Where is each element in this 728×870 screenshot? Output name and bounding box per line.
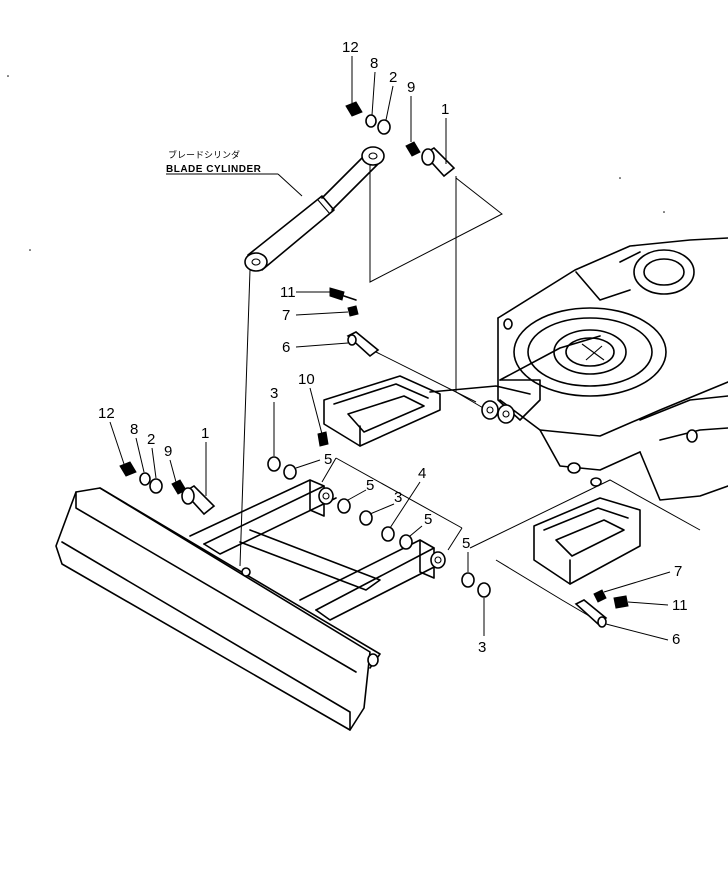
callout-top-2: 2 [389,69,397,86]
dozer-blade [55,457,463,731]
callout-part-4: 4 [418,465,426,482]
callout-washer-5d: 5 [462,535,470,552]
callout-mid-6: 6 [282,339,290,356]
callout-top-12: 12 [342,39,359,56]
blade-cylinder [244,146,385,272]
callout-top-1: 1 [441,101,449,118]
callout-washer-3b: 3 [394,489,402,506]
callout-washer-3c: 3 [478,639,486,656]
right-hardware [574,589,629,628]
callout-left-8: 8 [130,421,138,438]
callout-mid-11: 11 [280,284,296,301]
phantom-line-right [469,479,701,549]
caption-japanese: ブレードシリンダ [168,149,240,161]
callout-left-9: 9 [164,443,172,460]
scan-dot [619,177,621,179]
phantom-line-top [369,164,503,283]
callout-washer-5a: 5 [324,451,332,468]
callout-washer-3a: 3 [270,385,278,402]
top-hardware [345,101,456,178]
track-shoe-right [533,497,641,585]
track-frame [429,237,728,501]
callout-mid-10: 10 [298,371,315,388]
left-hardware [119,461,216,516]
callout-washer-5b: 5 [366,477,374,494]
phantom-line-cyl [239,269,251,567]
callout-right-11: 11 [672,597,688,614]
scan-dot [663,211,665,213]
scan-dot [7,75,9,77]
callout-top-8: 8 [370,55,378,72]
track-shoe-left [323,375,441,447]
callout-right-6: 6 [672,631,680,648]
callout-mid-7: 7 [282,307,290,324]
callout-left-12: 12 [98,405,115,422]
washers [267,456,491,598]
caption-english: BLADE CYLINDER [166,164,262,175]
callout-washer-5c: 5 [424,511,432,528]
callout-left-2: 2 [147,431,155,448]
callout-left-1: 1 [201,425,209,442]
callout-right-7: 7 [674,563,682,580]
callout-top-9: 9 [407,79,415,96]
phantom-line-right2 [495,559,597,621]
caption-leader [277,173,303,197]
phantom-line-pin [455,176,491,413]
scan-dot [29,249,31,251]
